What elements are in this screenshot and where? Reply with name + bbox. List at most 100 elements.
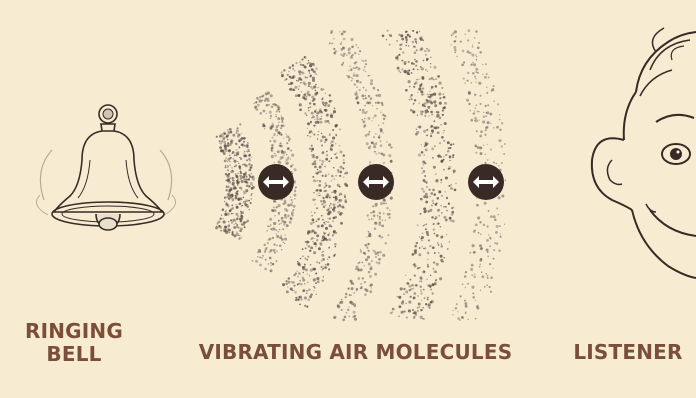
air-speckle [442, 107, 445, 110]
air-speckle [267, 225, 269, 227]
air-speckle [270, 269, 273, 272]
air-speckle [438, 252, 440, 254]
air-speckle [291, 154, 294, 157]
air-speckle [278, 214, 279, 215]
air-speckle [310, 121, 312, 123]
air-speckle [251, 198, 252, 199]
air-speckle [285, 280, 287, 282]
air-speckle [315, 272, 317, 274]
air-speckle [313, 155, 315, 157]
air-speckle [327, 234, 329, 236]
air-speckle [490, 149, 492, 151]
air-speckle [312, 219, 315, 222]
air-speckle [343, 159, 344, 160]
air-speckle [419, 276, 422, 279]
air-speckle [470, 63, 472, 65]
air-speckle [263, 110, 266, 113]
air-speckle [299, 61, 301, 63]
air-speckle [449, 160, 450, 161]
air-speckle [235, 149, 237, 151]
air-speckle [443, 132, 444, 133]
air-speckle [225, 157, 226, 158]
air-speckle [235, 173, 236, 174]
air-speckle [400, 72, 402, 74]
air-speckle [413, 46, 415, 48]
air-speckle [426, 278, 427, 279]
air-speckle [235, 223, 236, 224]
air-speckle [236, 180, 238, 182]
air-speckle [437, 131, 440, 134]
air-speckle [452, 314, 453, 315]
air-speckle [288, 281, 291, 284]
air-speckle [332, 220, 334, 222]
air-speckle [417, 224, 419, 226]
air-speckle [322, 175, 324, 177]
air-speckle [308, 86, 309, 87]
air-speckle [295, 62, 297, 64]
air-speckle [246, 176, 248, 178]
air-speckle [424, 50, 426, 52]
air-speckle [341, 48, 344, 51]
air-speckle [421, 240, 423, 242]
air-speckle [343, 53, 345, 55]
air-speckle [261, 100, 263, 102]
air-speckle [238, 166, 241, 169]
air-speckle [377, 89, 379, 91]
air-speckle [250, 182, 253, 185]
air-speckle [354, 83, 356, 85]
air-speckle [250, 202, 252, 204]
air-speckle [430, 66, 431, 67]
air-speckle [333, 206, 336, 209]
air-speckle [425, 193, 428, 196]
air-speckle [395, 56, 398, 59]
air-speckle [227, 205, 230, 208]
air-speckle [317, 280, 320, 283]
air-speckle [244, 226, 246, 228]
air-speckle [373, 143, 376, 146]
air-speckle [408, 301, 411, 304]
air-speckle [408, 45, 410, 47]
air-speckle [464, 300, 466, 302]
air-speckle [280, 222, 282, 224]
air-speckle [277, 135, 278, 136]
air-speckle [315, 282, 317, 284]
air-speckle [231, 207, 233, 209]
bell-icon [36, 105, 175, 230]
air-speckle [420, 90, 423, 93]
air-speckle [311, 112, 314, 115]
air-speckle [324, 166, 325, 167]
air-speckle [443, 169, 445, 171]
air-speckle [357, 67, 360, 70]
air-speckle [273, 206, 275, 208]
air-speckle [313, 286, 315, 288]
air-speckle [328, 256, 330, 258]
air-speckle [328, 238, 331, 241]
air-speckle [333, 167, 335, 169]
air-speckle [367, 117, 370, 120]
air-speckle [292, 281, 295, 284]
air-speckle [471, 54, 474, 57]
air-speckle [335, 143, 336, 144]
vibrating-particle-icon [468, 164, 504, 200]
air-speckle [251, 157, 252, 158]
air-speckle [441, 136, 444, 139]
air-speckle [276, 235, 279, 238]
air-speckle [337, 169, 339, 171]
air-speckle [480, 130, 483, 133]
air-speckle [297, 276, 299, 278]
air-speckle [423, 130, 426, 133]
air-speckle [309, 64, 312, 67]
air-speckle [501, 195, 504, 198]
air-speckle [432, 292, 434, 294]
air-speckle [323, 190, 325, 192]
air-speckle [479, 221, 481, 223]
air-speckle [440, 179, 442, 181]
air-speckle [237, 190, 238, 191]
air-speckle [244, 181, 246, 183]
air-speckle [466, 50, 469, 53]
air-speckle [364, 105, 366, 107]
air-speckle [434, 233, 436, 235]
air-speckle [432, 268, 434, 270]
air-speckle [375, 222, 377, 224]
air-speckle [286, 142, 288, 144]
